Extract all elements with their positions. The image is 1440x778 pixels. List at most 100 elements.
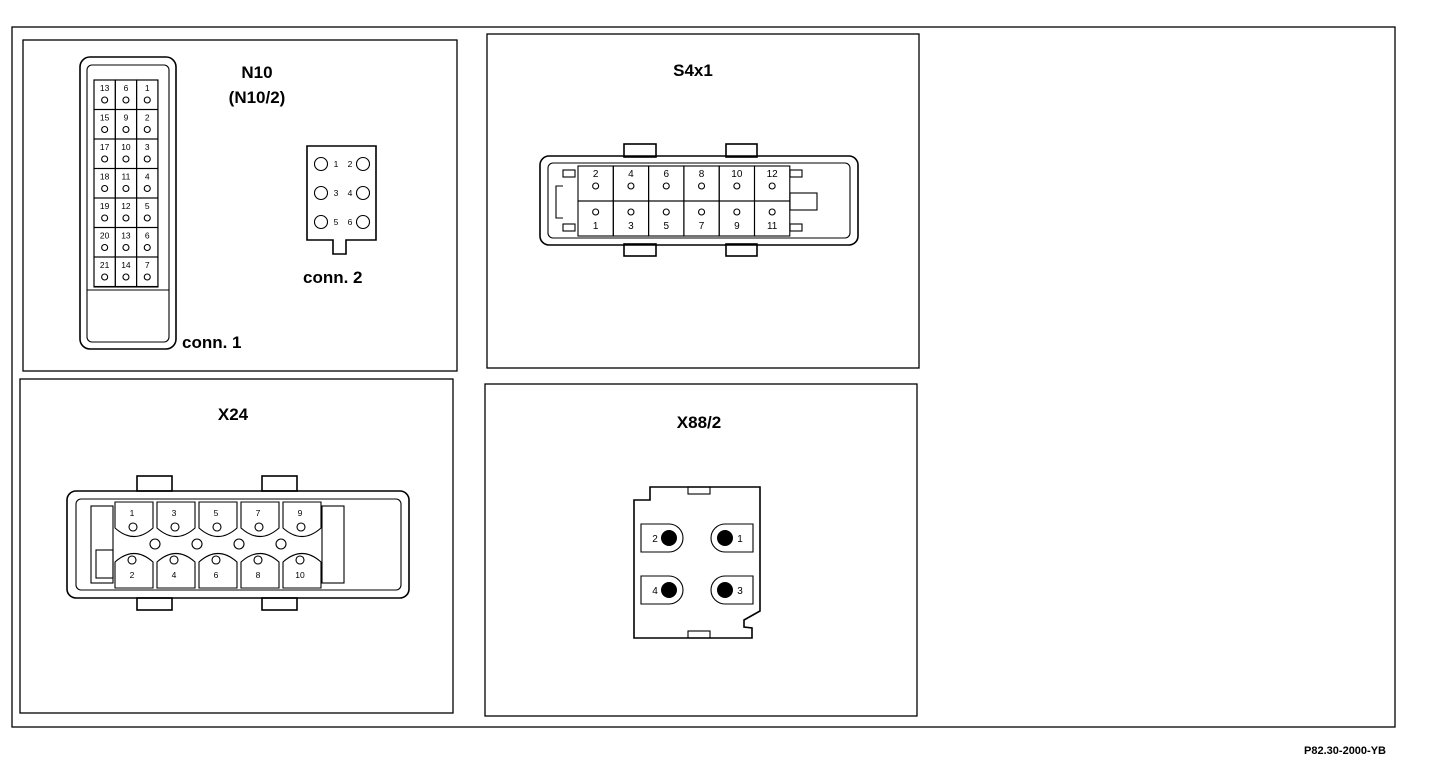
- x24-title: X24: [218, 405, 249, 424]
- conn1-pin-hole: [143, 214, 151, 222]
- x88-2-body: [633, 486, 761, 639]
- x24-key-slot: [90, 505, 114, 584]
- conn1-pin-number: 18: [100, 172, 110, 182]
- s4x1-pin-hole: [733, 182, 741, 190]
- x24-cell: [156, 552, 196, 589]
- conn1-pin-hole: [143, 125, 151, 134]
- s4x1-inner-shell: [547, 162, 851, 239]
- x88-2-pin-number: 2: [652, 534, 658, 545]
- s4x1-bottom-latch-left: [623, 243, 657, 257]
- x24-pin-hole: [295, 555, 305, 565]
- x24-cell: [240, 501, 280, 538]
- conn1-pin-hole: [122, 243, 130, 252]
- s4x1-top-latch-left: [623, 143, 657, 158]
- s4x1-pin-hole: [697, 208, 706, 216]
- x24-pin-number: 10: [295, 570, 305, 580]
- x24-cell: [114, 501, 154, 538]
- conn1-pin-number: 14: [121, 260, 131, 270]
- conn1-pin-hole: [143, 96, 151, 104]
- n10-title: N10: [241, 63, 272, 82]
- panel-x24-border: [19, 378, 454, 714]
- x88-2-pin: [661, 530, 677, 546]
- x24-pin-hole: [212, 522, 222, 532]
- conn2-pin-hole: [313, 185, 329, 201]
- s4x1-pin-number: 8: [699, 169, 705, 180]
- x88-2-socket: [640, 523, 684, 553]
- panel-s4x1-border: [486, 33, 920, 369]
- conn2-label: conn. 2: [303, 268, 363, 287]
- s4x1-bottom-latch-right: [725, 243, 758, 257]
- s4x1-pin-number: 2: [593, 169, 599, 180]
- conn1-pin-hole: [143, 155, 151, 163]
- conn2-pin-hole: [355, 214, 371, 230]
- conn1-pin-number: 21: [100, 260, 110, 270]
- x24-pin-hole: [253, 555, 263, 565]
- conn2-pin-number: 4: [348, 188, 353, 198]
- x24-pin-number: 4: [172, 570, 177, 580]
- conn2-pin-number: 5: [334, 217, 339, 227]
- x24-pin-hole: [170, 522, 180, 532]
- conn1-pin-hole: [122, 155, 130, 163]
- s4x1-key-bl: [562, 223, 576, 232]
- s4x1-outer-shell: [539, 155, 859, 246]
- x88-2-pin-number: 3: [737, 586, 743, 597]
- s4x1-pin-number: 1: [593, 221, 599, 232]
- x88-2-pin: [717, 582, 733, 598]
- conn1-pin-number: 9: [124, 113, 129, 123]
- conn1-pin-number: 10: [121, 142, 131, 152]
- s4x1-title: S4x1: [673, 61, 713, 80]
- s4x1-pin-hole: [662, 182, 670, 190]
- conn1-outer-shell: [79, 56, 177, 350]
- conn1-pin-hole: [101, 243, 109, 252]
- x24-pin-hole: [296, 522, 306, 532]
- conn2-pin-number: 1: [334, 159, 339, 169]
- conn1-pin-hole: [101, 155, 109, 163]
- s4x1-cell: [753, 200, 791, 237]
- s4x1-pin-number: 12: [767, 169, 779, 180]
- conn2-pin-number: 6: [348, 217, 353, 227]
- conn1-inner-shell: [86, 64, 170, 343]
- x88-2-socket: [640, 575, 684, 605]
- sheet-frame: [11, 26, 1396, 728]
- x24-cell: [240, 552, 280, 589]
- x24-pin-hole: [211, 555, 221, 565]
- x24-top-latch-right: [261, 475, 298, 492]
- s4x1-pin-hole: [592, 182, 600, 190]
- n10-subtitle: (N10/2): [229, 88, 286, 107]
- x88-2-pin: [717, 530, 733, 546]
- conn1-pin-hole: [101, 273, 109, 281]
- conn1-pin-hole: [143, 273, 151, 281]
- x24-top-latch-left: [136, 475, 173, 492]
- conn1-pin-hole: [122, 96, 130, 104]
- conn2-pin-number: 2: [348, 159, 353, 169]
- panel-x88-2-border: [484, 383, 918, 717]
- conn1-pin-number: 11: [122, 172, 131, 182]
- conn1-pin-number: 19: [100, 201, 110, 211]
- s4x1-side-key: [555, 185, 563, 219]
- conn1-pin-number: 15: [100, 113, 110, 123]
- conn1-cell: [136, 256, 159, 288]
- conn1-pin-hole: [143, 184, 151, 193]
- x24-right-slot: [321, 505, 345, 584]
- conn1-pin-hole: [122, 273, 130, 281]
- conn2-pin-hole: [355, 185, 371, 201]
- conn1-pin-hole: [122, 214, 130, 222]
- x24-key-insert: [95, 549, 114, 579]
- s4x1-pin-number: 5: [663, 221, 669, 232]
- x24-pin-number: 7: [256, 508, 261, 518]
- s4x1-pin-hole: [627, 208, 635, 216]
- x24-cell: [282, 552, 322, 589]
- s4x1-pin-number: 10: [731, 169, 743, 180]
- s4x1-pin-number: 4: [628, 169, 634, 180]
- conn2-pin-hole: [355, 156, 371, 172]
- conn1-pin-hole: [101, 184, 109, 193]
- conn1-pin-hole: [122, 184, 130, 193]
- conn1-pin-number: 4: [145, 172, 150, 182]
